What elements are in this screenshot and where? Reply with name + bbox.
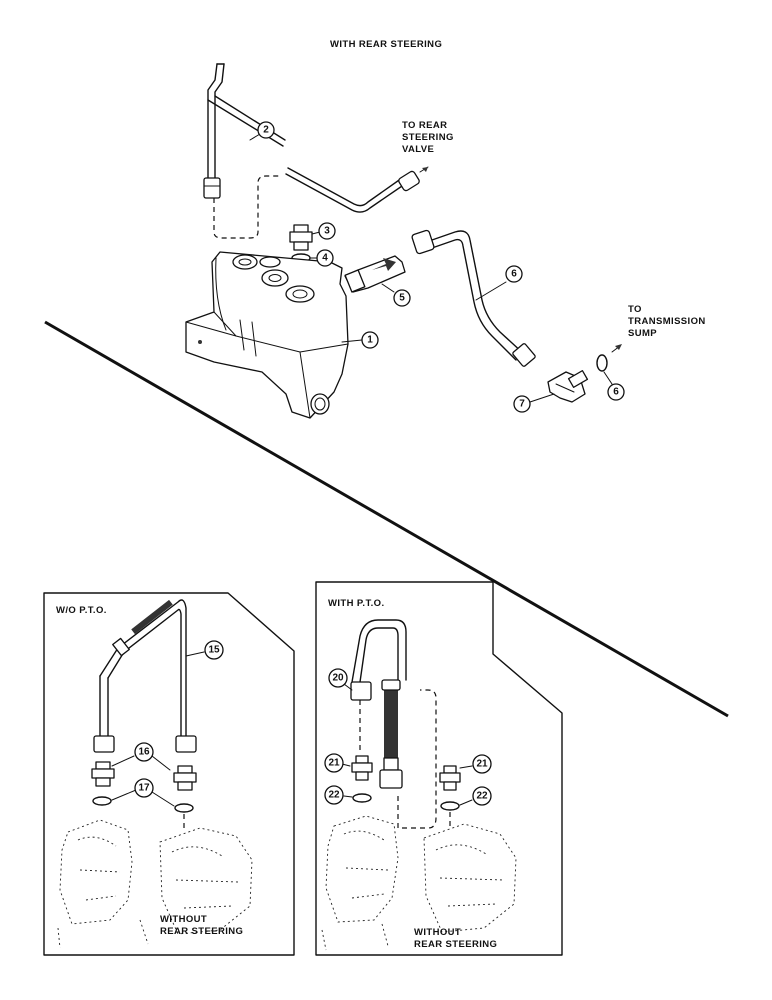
dest-rear-steering: TO REAR STEERING VALVE (402, 120, 457, 155)
svg-text:1: 1 (367, 335, 373, 346)
inset-left-title: W/O P.T.O. (56, 605, 107, 616)
callout-5: 5 (381, 283, 411, 307)
svg-text:22: 22 (476, 791, 488, 802)
inset-with-pto: WITH P.T.O. 20 21 (315, 581, 563, 956)
tube-2 (203, 63, 286, 199)
diagram-title: WITH REAR STEERING (330, 39, 442, 50)
fitting-3 (289, 224, 313, 251)
valve-housing-1 (185, 251, 349, 419)
callout-6-ring: 6 (603, 371, 625, 401)
svg-text:6: 6 (613, 387, 619, 398)
inset-right-footer: WITHOUT REAR STEERING (414, 927, 497, 950)
elbow-fitting-7 (547, 370, 589, 403)
callout-2: 2 (249, 121, 275, 141)
inset-right-title: WITH P.T.O. (328, 598, 384, 609)
callout-7: 7 (513, 393, 555, 413)
inset-without-pto: W/O P.T.O. 15 16 17 (43, 592, 295, 956)
callout-3: 3 (311, 222, 336, 240)
svg-text:17: 17 (138, 783, 150, 794)
svg-text:7: 7 (519, 399, 525, 410)
svg-text:15: 15 (208, 645, 220, 656)
svg-text:21: 21 (476, 759, 488, 770)
svg-text:16: 16 (138, 747, 150, 758)
svg-text:3: 3 (324, 226, 330, 237)
check-valve-5 (344, 255, 406, 293)
tube-6 (411, 229, 536, 367)
section-divider (44, 320, 729, 718)
svg-text:20: 20 (332, 673, 344, 684)
svg-text:4: 4 (322, 253, 328, 264)
svg-text:5: 5 (399, 293, 405, 304)
callout-1: 1 (341, 331, 379, 349)
tube-to-rear-steering (285, 166, 429, 213)
dest-transmission: TO TRANSMISSION SUMP (628, 304, 709, 339)
o-ring-right (596, 354, 608, 372)
svg-text:6: 6 (511, 269, 517, 280)
svg-text:2: 2 (263, 125, 269, 136)
svg-text:21: 21 (328, 758, 340, 769)
callout-4: 4 (309, 249, 334, 267)
svg-text:22: 22 (328, 790, 340, 801)
callout-6-tube: 6 (475, 265, 523, 301)
inset-left-footer: WITHOUT REAR STEERING (160, 914, 243, 937)
